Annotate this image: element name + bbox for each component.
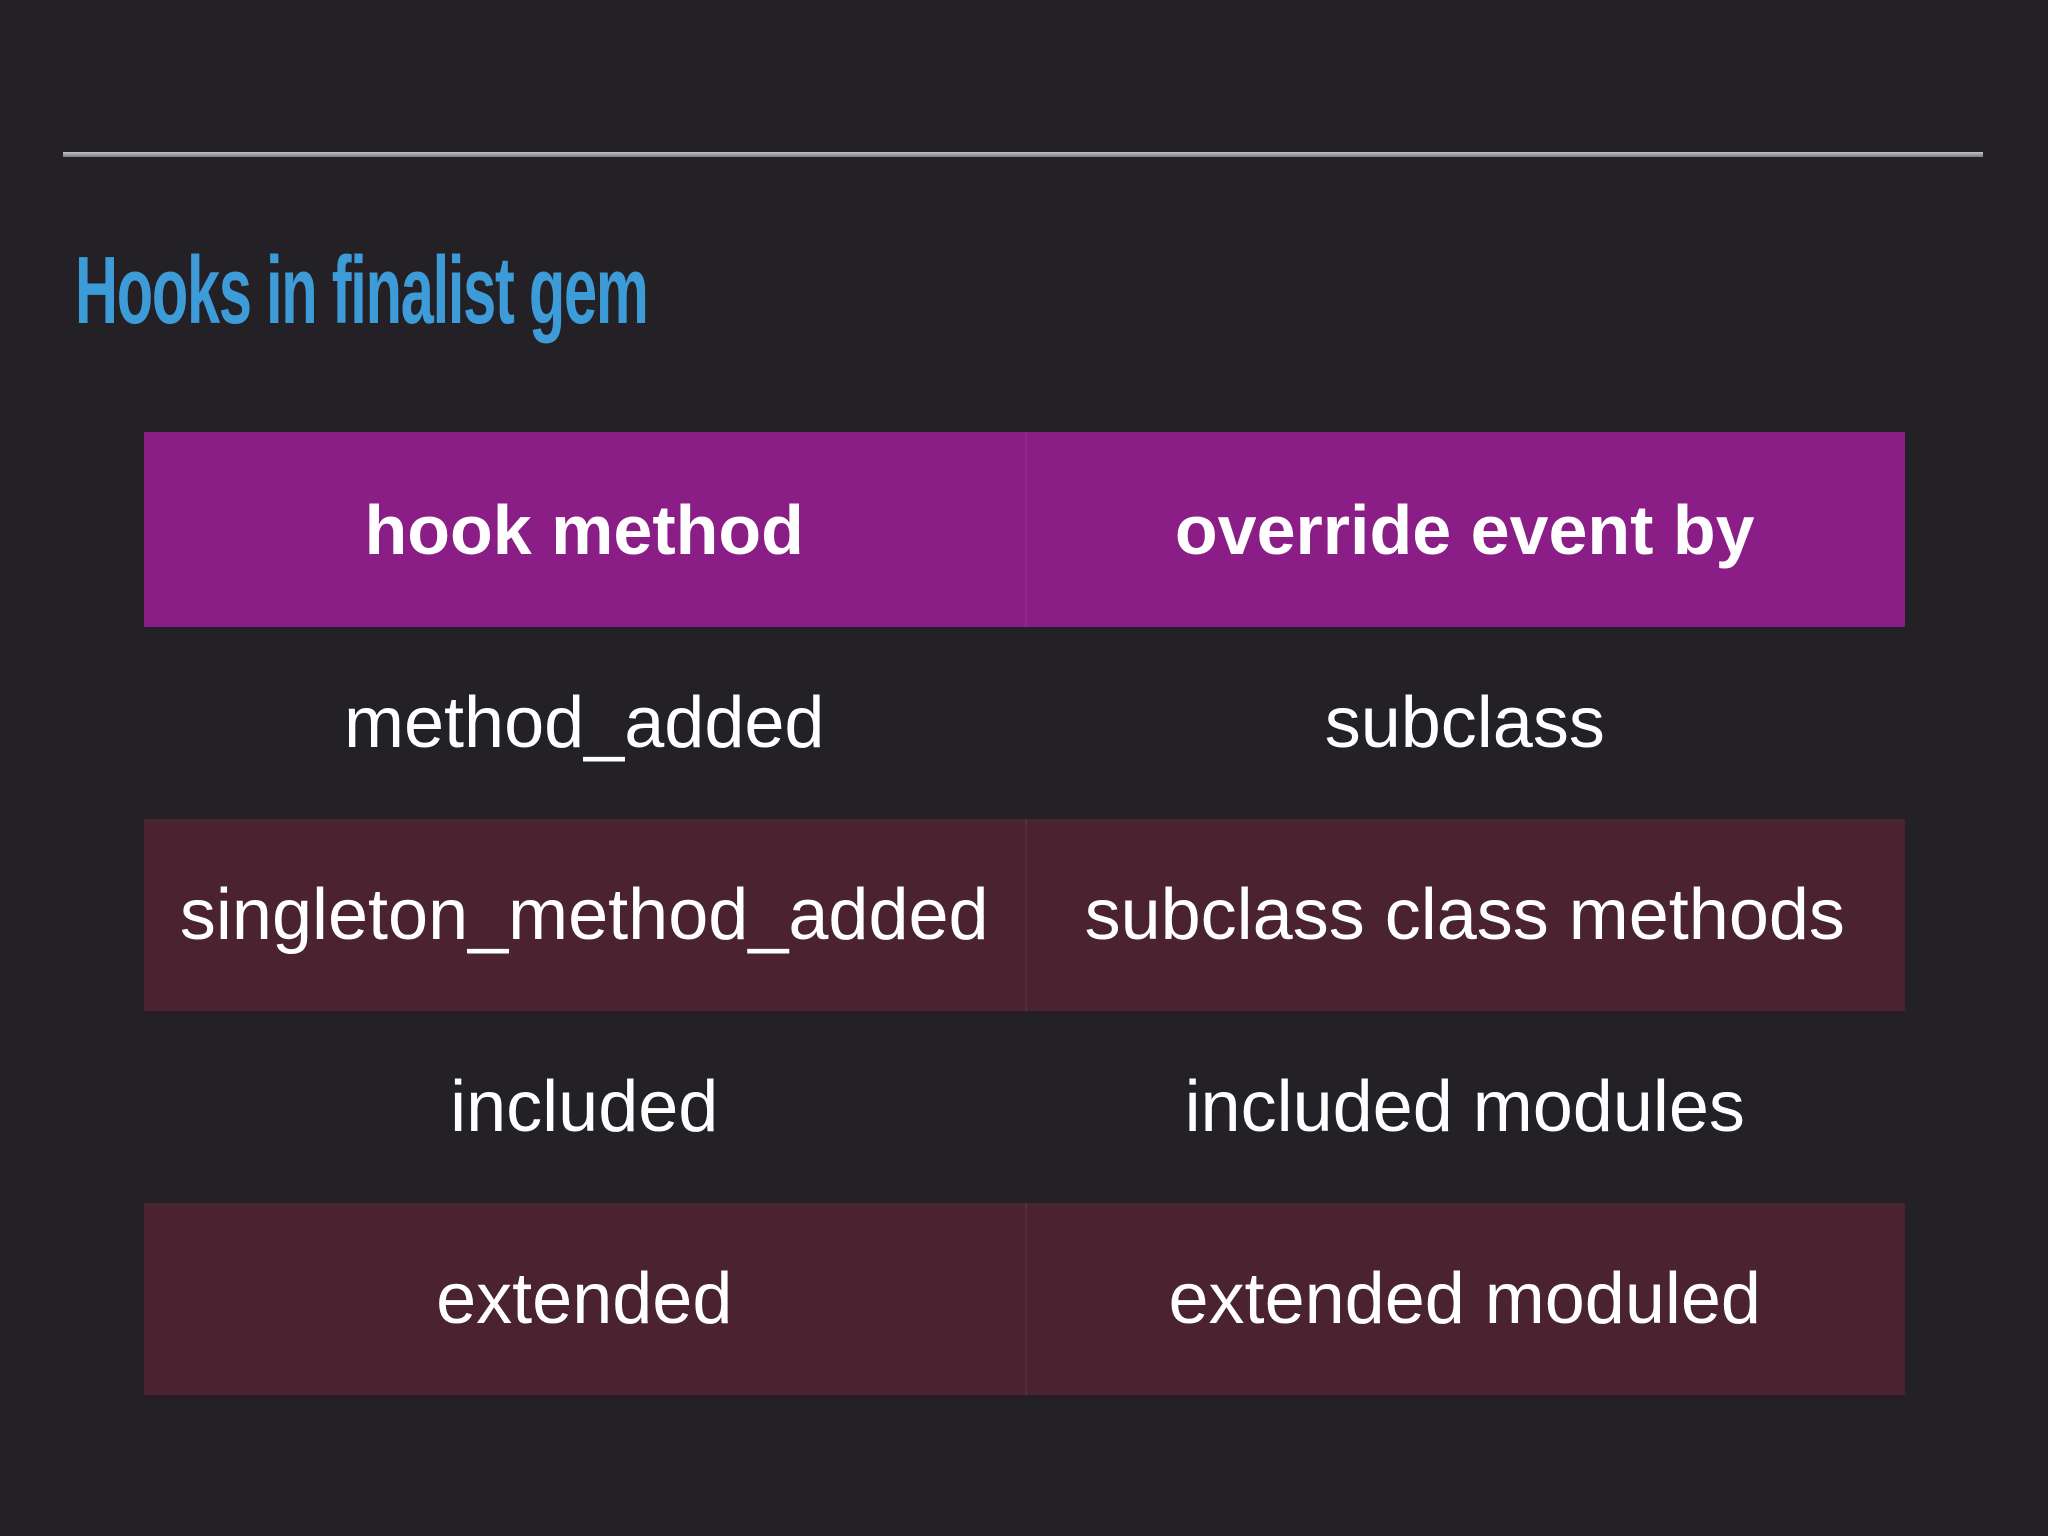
cell-override-event: subclass class methods bbox=[1025, 819, 1906, 1011]
cell-hook-method: singleton_method_added bbox=[179, 875, 989, 955]
header-cell-hook-method: hook method bbox=[364, 490, 804, 569]
cell-hook-method: method_added bbox=[344, 683, 825, 763]
cell-hook-method: included bbox=[450, 1067, 719, 1147]
table-row: included included modules bbox=[144, 1011, 1905, 1203]
cell-override-event: extended moduled bbox=[1025, 1203, 1906, 1395]
table-row: singleton_method_added subclass class me… bbox=[144, 819, 1905, 1011]
table-row: method_added subclass bbox=[144, 627, 1905, 819]
cell-override-event: subclass bbox=[1324, 683, 1605, 763]
table-row: extended extended moduled bbox=[144, 1203, 1905, 1395]
slide-title: Hooks in finalist gem bbox=[75, 237, 649, 344]
divider-line bbox=[63, 152, 1983, 157]
header-cell-override-event-by: override event by bbox=[1025, 432, 1906, 627]
cell-override-event: included modules bbox=[1184, 1067, 1745, 1147]
table-header-row: hook method override event by bbox=[144, 432, 1905, 627]
hooks-table: hook method override event by method_add… bbox=[144, 432, 1905, 1395]
cell-hook-method: extended bbox=[436, 1259, 733, 1339]
